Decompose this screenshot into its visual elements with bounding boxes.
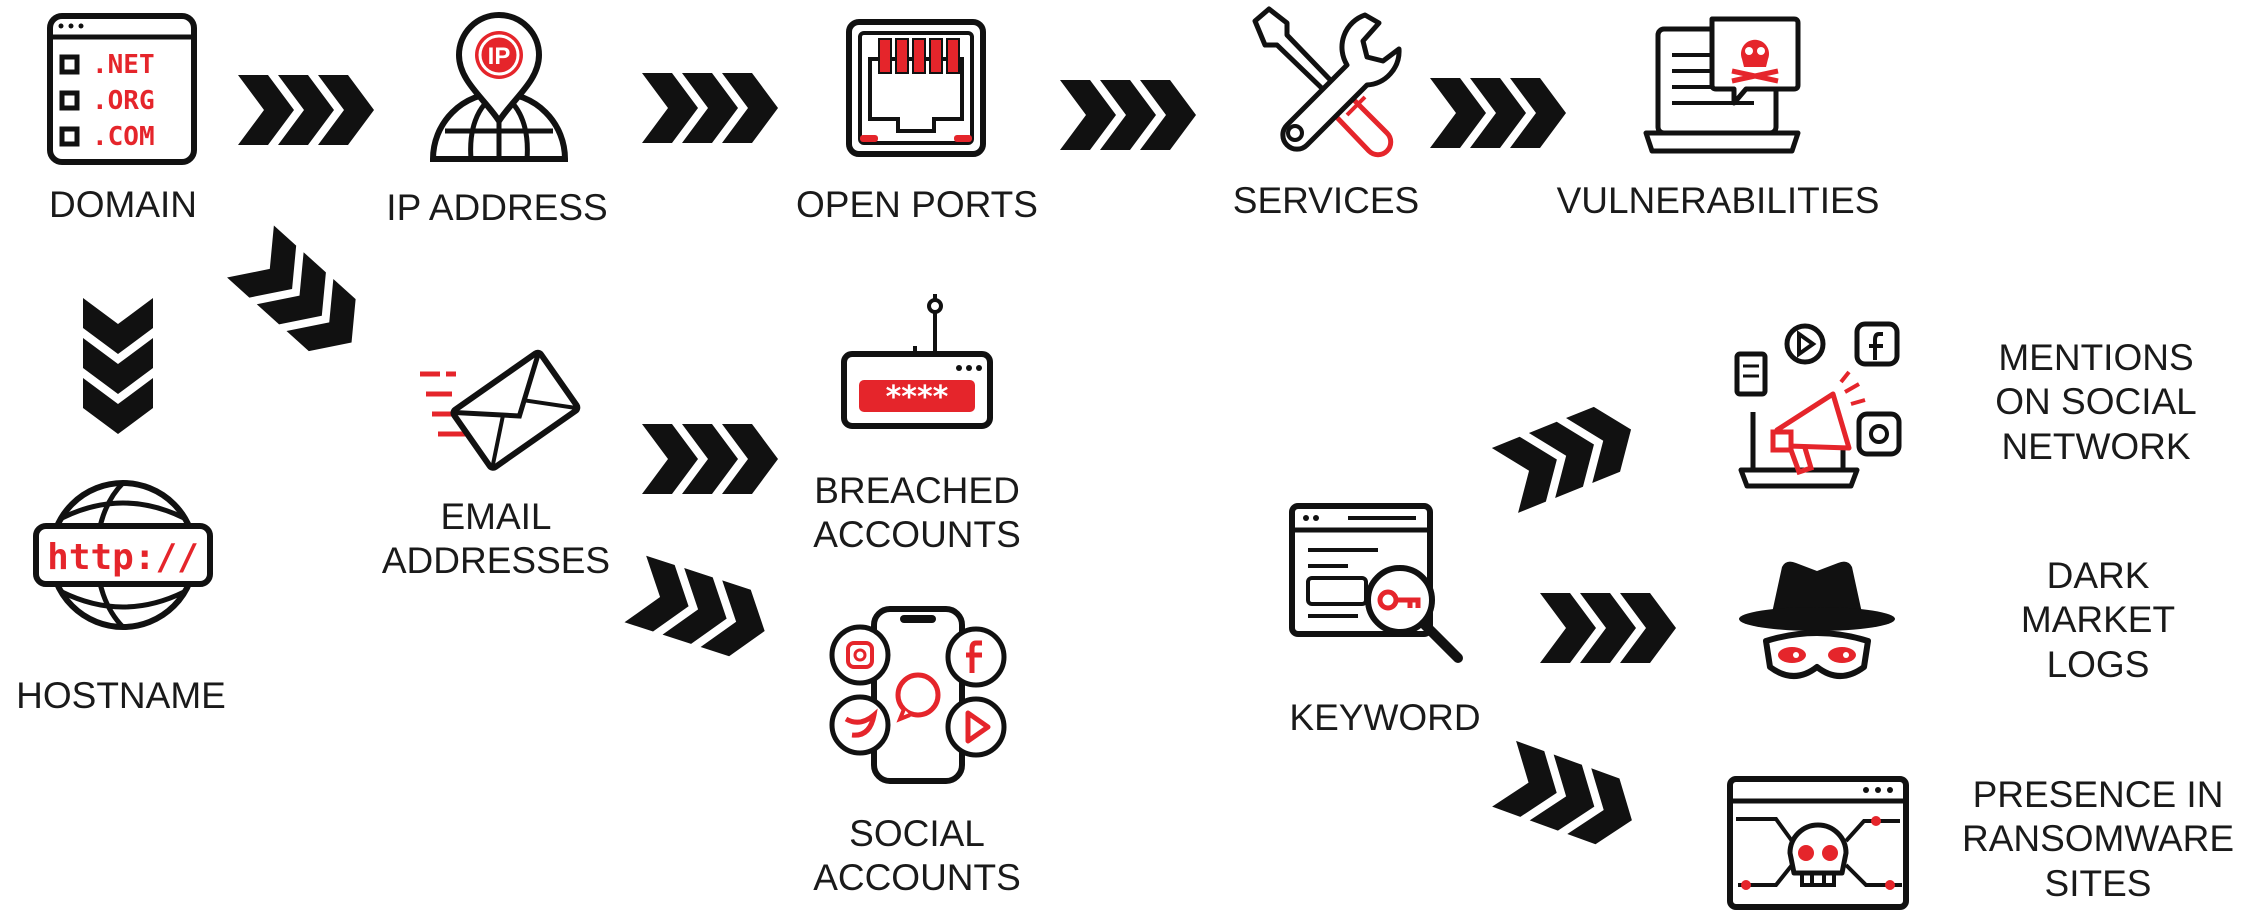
domain-list-icon: .NET .ORG .COM: [47, 13, 197, 165]
password-mask-text: ****: [886, 380, 949, 415]
label-email-line-1: EMAIL: [440, 496, 552, 537]
label-social-line-1: SOCIAL: [849, 813, 985, 854]
label-mentions-line-3: NETWORK: [2001, 425, 2191, 467]
label-breached-line-2: ACCOUNTS: [813, 514, 1021, 556]
arrow-email-to-social: [624, 555, 776, 665]
domain-tld-org: .ORG: [92, 86, 155, 116]
ip-location-pin-icon: IP: [425, 12, 573, 163]
label-mentions-line-2: ON SOCIAL: [1995, 381, 2197, 423]
label-open-ports: OPEN PORTS: [796, 184, 1038, 225]
label-vulnerabilities: VULNERABILITIES: [1556, 180, 1880, 221]
megaphone-social-icon: [1733, 320, 1909, 492]
arrow-ip-to-ports: [642, 73, 778, 143]
label-dark-line-3: LOGS: [2046, 643, 2150, 685]
http-globe-icon: http://: [32, 478, 214, 632]
domain-tld-com: .COM: [92, 122, 155, 152]
label-breached-line-1: BREACHED: [814, 470, 1020, 511]
skull-laptop-icon: [1643, 15, 1801, 155]
ip-badge-text: IP: [488, 43, 511, 70]
label-dark-line-2: MARKET: [2020, 599, 2176, 641]
label-dark-line-1: DARK: [2046, 555, 2150, 596]
domain-tld-net: .NET: [92, 50, 155, 80]
label-social-accounts: SOCIAL ACCOUNTS: [813, 812, 1021, 901]
arrow-services-to-vulns: [1430, 78, 1566, 148]
keyword-search-icon: [1288, 502, 1468, 674]
network-port-icon: [846, 19, 986, 157]
label-ransomware-line-2: RANSOMWARE: [1961, 818, 2235, 860]
label-ip-address: IP ADDRESS: [386, 187, 608, 228]
label-mentions: MENTIONS ON SOCIAL NETWORK: [1995, 336, 2197, 469]
skull-browser-icon: [1726, 775, 1910, 910]
arrow-ports-to-services: [1060, 80, 1196, 150]
label-breached-accounts: BREACHED ACCOUNTS: [813, 469, 1021, 558]
label-domain: DOMAIN: [49, 184, 197, 225]
label-social-line-2: ACCOUNTS: [813, 857, 1021, 899]
arrow-domain-to-email: [227, 225, 375, 369]
envelope-icon: [418, 346, 581, 474]
password-hook-icon: ****: [841, 292, 993, 429]
arrow-keyword-to-ransomware: [1492, 740, 1644, 854]
wrench-screwdriver-icon: [1247, 5, 1407, 158]
arrow-email-to-breached: [642, 424, 778, 494]
label-ransomware-line-1: PRESENCE IN: [1972, 774, 2224, 815]
label-ransomware: PRESENCE IN RANSOMWARE SITES: [1962, 773, 2234, 906]
label-dark-market: DARK MARKET LOGS: [2021, 554, 2175, 687]
label-email-addresses: EMAIL ADDRESSES: [382, 495, 610, 584]
arrow-domain-to-hostname: [83, 298, 153, 434]
spy-hat-mask-icon: [1736, 555, 1898, 691]
arrow-keyword-to-darkmarket: [1540, 593, 1676, 663]
arrow-domain-to-ip: [238, 75, 374, 145]
smartphone-social-icon: [826, 605, 1010, 785]
label-keyword: KEYWORD: [1289, 697, 1481, 738]
label-mentions-line-1: MENTIONS: [1998, 337, 2194, 378]
label-hostname: HOSTNAME: [16, 675, 226, 716]
label-ransomware-line-3: SITES: [2044, 862, 2152, 904]
arrow-keyword-to-mentions: [1491, 397, 1645, 513]
http-badge-text: http://: [47, 537, 199, 578]
label-email-line-2: ADDRESSES: [381, 540, 611, 582]
label-services: SERVICES: [1232, 180, 1420, 221]
